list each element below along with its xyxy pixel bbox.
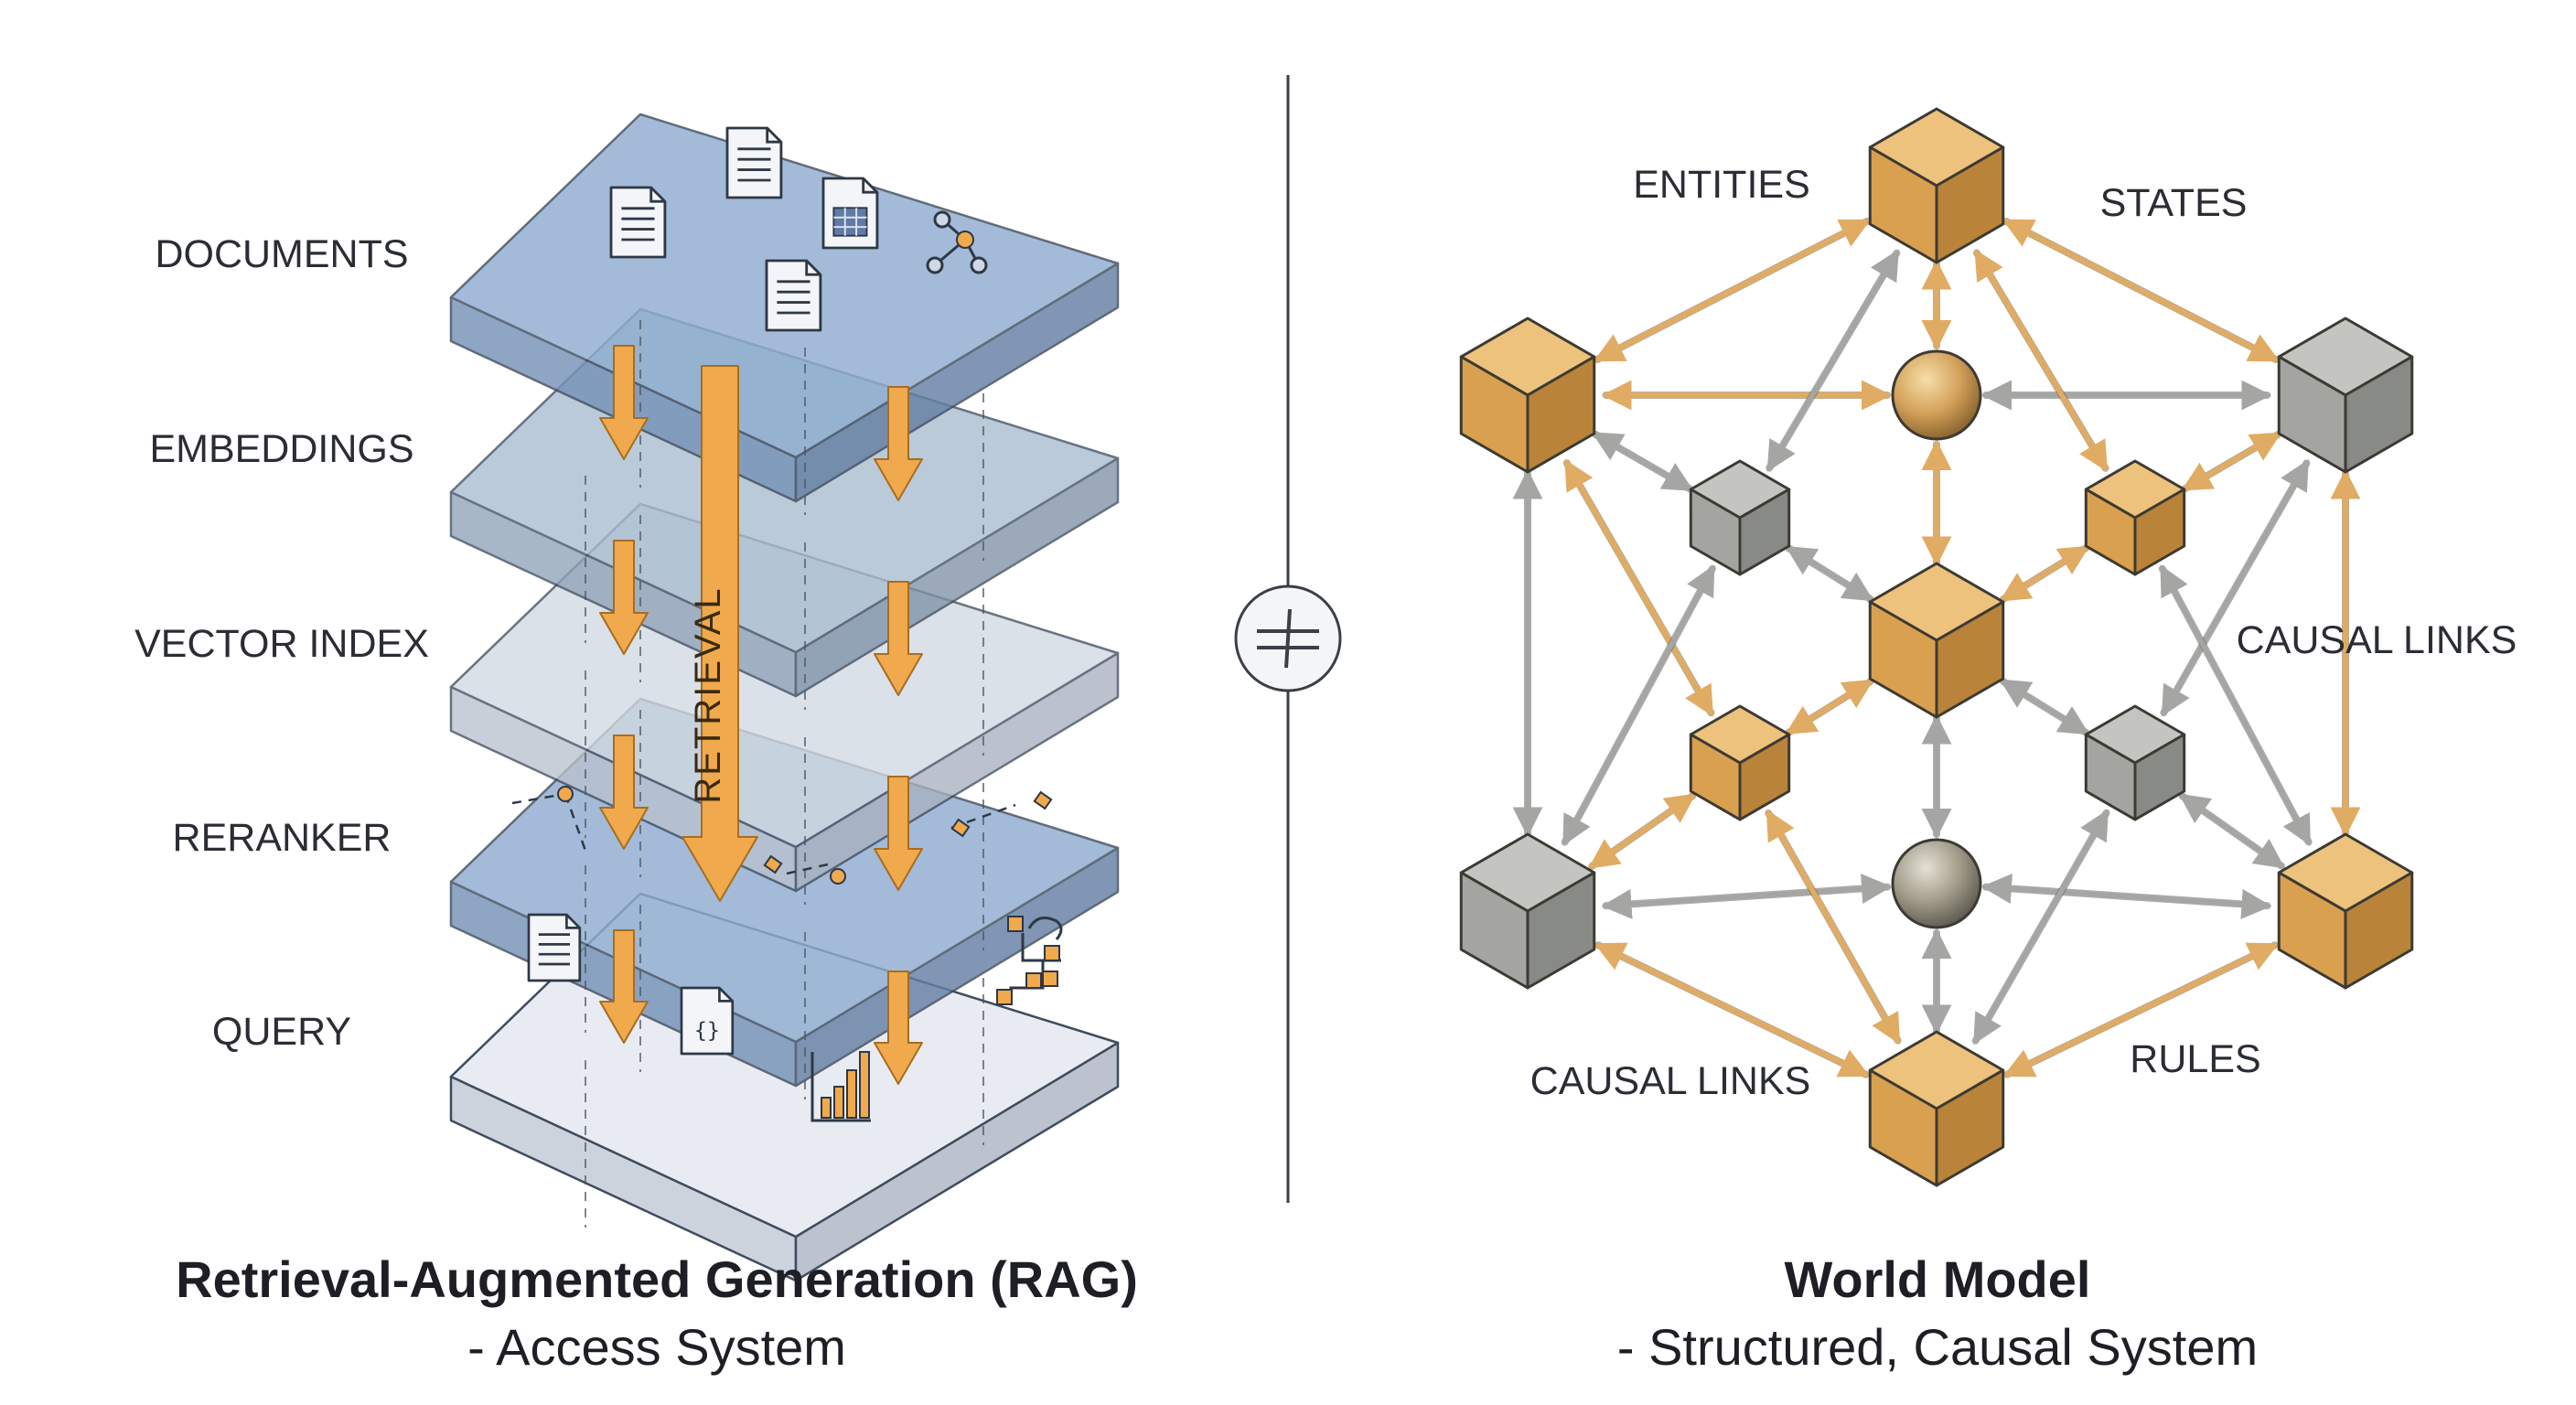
causal-link [1999, 678, 2090, 736]
graph-icon [926, 210, 988, 274]
entity-cube-orange [1689, 704, 1791, 821]
causal-link [1591, 430, 1694, 493]
world-model-nodes [1459, 107, 2414, 1187]
causal-link [1999, 544, 2090, 603]
causal-link [1785, 678, 1874, 736]
causal-link [2158, 564, 2313, 846]
flow-arrow-left-1 [599, 540, 649, 655]
rag-title: Retrieval-Augmented Generation (RAG) [176, 1250, 1138, 1308]
causal-link [1562, 458, 1715, 717]
causal-link [1601, 874, 1893, 919]
layer-label-embeddings: EMBEDDINGS [149, 427, 413, 471]
document-icon [725, 126, 783, 199]
causal-link [1588, 792, 1697, 870]
causal-link [1561, 564, 1716, 846]
bar-chart-icon [810, 1051, 871, 1122]
entity-cube-orange [2084, 459, 2186, 576]
world-model-subtitle: - Structured, Causal System [1617, 1318, 2258, 1376]
code-file-icon: {} [680, 986, 735, 1056]
flowchart-icon [996, 916, 1063, 1005]
causal-link [1594, 941, 1871, 1078]
flow-arrow-left-0 [599, 345, 649, 460]
causal-link [2002, 218, 2281, 363]
layer-label-query: QUERY [212, 1010, 351, 1054]
causal-link [1593, 218, 1872, 363]
entity-cube-orange [1868, 107, 2005, 264]
table-icon [821, 177, 879, 250]
document-icon [765, 259, 822, 332]
causal-link [1785, 544, 1874, 603]
document-icon [609, 186, 667, 259]
entity-cube-orange [1459, 316, 1596, 474]
flow-arrow-right-0 [874, 386, 923, 501]
causal-link [1972, 249, 2109, 472]
flow-arrow-right-1 [874, 581, 923, 696]
state-sphere [1891, 349, 1982, 441]
causal-link [2178, 792, 2285, 870]
entity-cube-orange [2277, 832, 2414, 990]
label-entities: ENTITIES [1633, 163, 1810, 207]
layer-label-reranker: RERANKER [173, 816, 392, 860]
entity-cube-grey [1689, 459, 1791, 576]
layer-label-documents: DOCUMENTS [155, 232, 408, 276]
rag-subtitle: - Access System [467, 1318, 846, 1376]
layer-label-vector-index: VECTOR INDEX [134, 622, 429, 666]
entity-cube-grey [2277, 316, 2414, 474]
entity-cube-orange [1868, 562, 2005, 719]
world-model-title: World Model [1785, 1250, 2091, 1308]
document-icon [527, 913, 582, 982]
label-causal-links-left: CAUSAL LINKS [1530, 1059, 1811, 1103]
causal-link [1765, 809, 1902, 1045]
not-equal-icon [1234, 585, 1342, 692]
world-model-links [1512, 218, 2361, 1078]
causal-link [2002, 941, 2280, 1078]
rag-stack: {} [449, 113, 1120, 1282]
svg-text:{}: {} [694, 1017, 720, 1043]
flow-arrow-left-2 [599, 735, 649, 850]
causal-link [1971, 809, 2110, 1045]
retrieval-arrow [682, 365, 758, 902]
causal-link [1980, 874, 2272, 919]
label-states: STATES [2100, 181, 2248, 225]
flow-arrow-right-3 [874, 971, 923, 1085]
entity-cube-orange [1868, 1030, 2005, 1187]
flow-arrow-right-2 [874, 776, 923, 891]
causal-link [1766, 249, 1901, 472]
state-sphere [1891, 838, 1982, 929]
entity-cube-grey [2084, 704, 2186, 821]
label-rules: RULES [2130, 1037, 2260, 1081]
reranker-nodes [511, 786, 1053, 885]
label-causal-links-right: CAUSAL LINKS [2237, 618, 2517, 662]
flow-arrow-left-3 [599, 929, 649, 1044]
entity-cube-grey [1459, 832, 1596, 990]
retrieval-label: RETRIEVAL [688, 586, 728, 803]
causal-link [2181, 431, 2282, 493]
